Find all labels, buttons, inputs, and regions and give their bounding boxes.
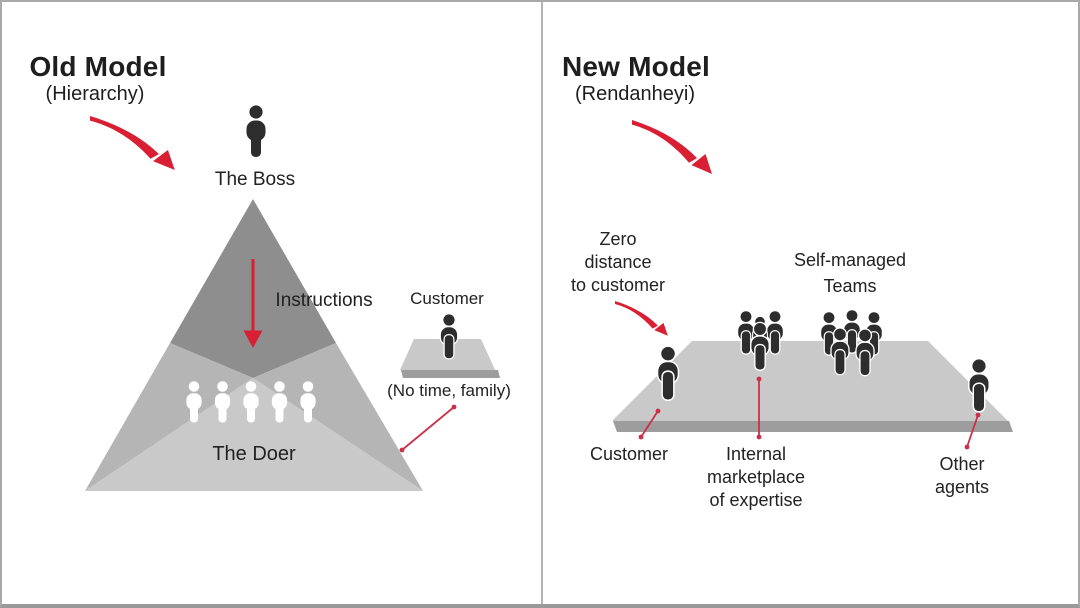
- self-managed-teams-label: Self-managed Teams: [794, 247, 906, 299]
- zero-distance-curved-arrow-icon: [615, 301, 668, 336]
- marketplace-connector-line: [756, 376, 762, 440]
- instructions-down-arrow-icon: [243, 259, 263, 348]
- hierarchy-pyramid: [85, 199, 423, 491]
- zero-distance-line-1: Zero: [599, 229, 637, 249]
- self-managed-line-2: Teams: [823, 276, 877, 296]
- marketplace-line-2: marketplace: [706, 467, 806, 487]
- customer-label-right: Customer: [589, 444, 669, 464]
- old-model-subtitle: (Hierarchy): [45, 83, 145, 105]
- boss-label: The Boss: [214, 169, 296, 190]
- marketplace-line-3: of expertise: [709, 490, 803, 510]
- marketplace-label: Internal marketplace of expertise: [707, 443, 805, 512]
- zero-distance-label: Zero distance to customer: [571, 228, 665, 297]
- old-model-curved-arrow-icon: [90, 116, 175, 170]
- zero-distance-line-2: distance: [584, 252, 652, 272]
- note-connector-line: [399, 404, 457, 453]
- boss-person-icon: [246, 105, 266, 157]
- new-model-curved-arrow-icon: [632, 120, 712, 174]
- customer-connector-line: [638, 408, 661, 440]
- customer-note: (No time, family): [387, 381, 511, 400]
- marketplace-line-1: Internal: [725, 444, 787, 464]
- panel-divider: [541, 2, 543, 604]
- other-agents-label: Other agents: [935, 453, 989, 499]
- self-managed-line-1: Self-managed: [793, 250, 907, 270]
- other-agents-line-1: Other: [939, 454, 985, 474]
- other-agents-line-2: agents: [934, 477, 990, 497]
- old-model-title: Old Model: [29, 51, 167, 82]
- doer-label: The Doer: [212, 443, 296, 465]
- instructions-label: Instructions: [275, 290, 373, 311]
- flat-platform: [612, 341, 1013, 432]
- customer-label-left: Customer: [410, 289, 484, 308]
- new-model-title: New Model: [561, 51, 711, 82]
- zero-distance-line-3: to customer: [570, 275, 666, 295]
- new-model-subtitle: (Rendanheyi): [574, 83, 696, 105]
- other-agents-connector-line: [964, 412, 981, 450]
